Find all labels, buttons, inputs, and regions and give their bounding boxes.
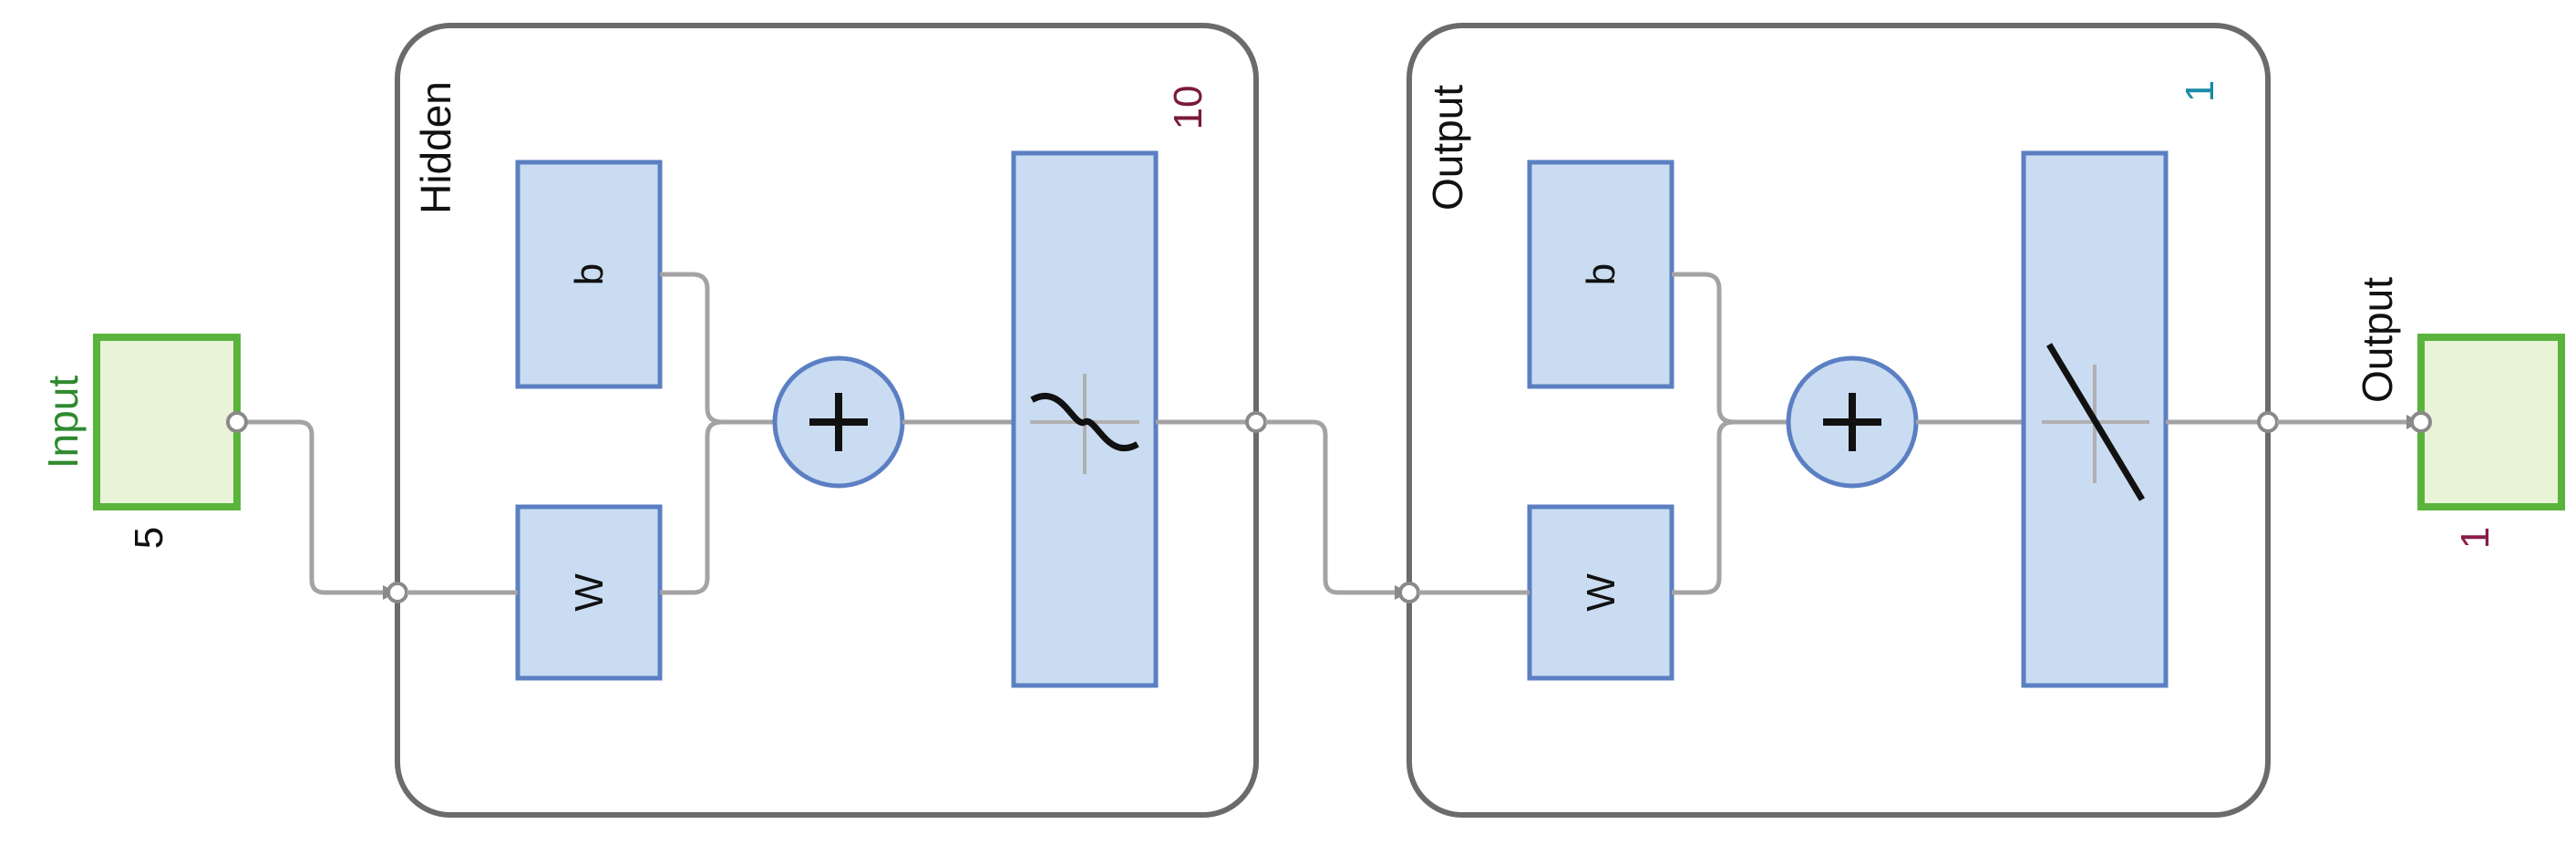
input-label: Input xyxy=(39,376,87,469)
wire-hidden-to-output-layer xyxy=(1265,419,1395,595)
input-box xyxy=(93,334,241,510)
output-port xyxy=(2410,411,2432,433)
hidden-bias-block xyxy=(515,160,663,389)
output-box xyxy=(2417,334,2565,510)
hidden-weight-label: W xyxy=(567,573,612,612)
hidden-bias-label: b xyxy=(567,263,612,285)
output-weight-label: W xyxy=(1579,573,1623,612)
hidden-input-port xyxy=(386,582,408,603)
wire-hidden-weight-to-sum xyxy=(660,419,723,595)
output-layer-size: 1 xyxy=(2178,80,2222,102)
hidden-layer-size: 10 xyxy=(1166,86,1211,130)
output-bias-label: b xyxy=(1579,263,1623,285)
output-layer-label: Output xyxy=(1424,85,1471,211)
wire-output-weight-to-sum xyxy=(1672,419,1735,595)
output-size: 1 xyxy=(2453,527,2498,549)
hidden-layer-label: Hidden xyxy=(412,81,459,214)
hidden-weight-block xyxy=(515,504,663,681)
output-layer-output-port xyxy=(2257,411,2279,433)
tansig-curve-icon xyxy=(1030,392,1139,452)
wire-input-to-hidden xyxy=(237,419,383,595)
linear-curve-icon xyxy=(2045,343,2146,501)
output-bias-block xyxy=(1527,160,1674,389)
input-size: 5 xyxy=(127,527,171,549)
output-label: Output xyxy=(2354,277,2401,403)
hidden-output-port xyxy=(1245,411,1267,433)
output-weight-block xyxy=(1527,504,1674,681)
input-port xyxy=(226,411,248,433)
output-layer-input-port xyxy=(1398,582,1420,603)
